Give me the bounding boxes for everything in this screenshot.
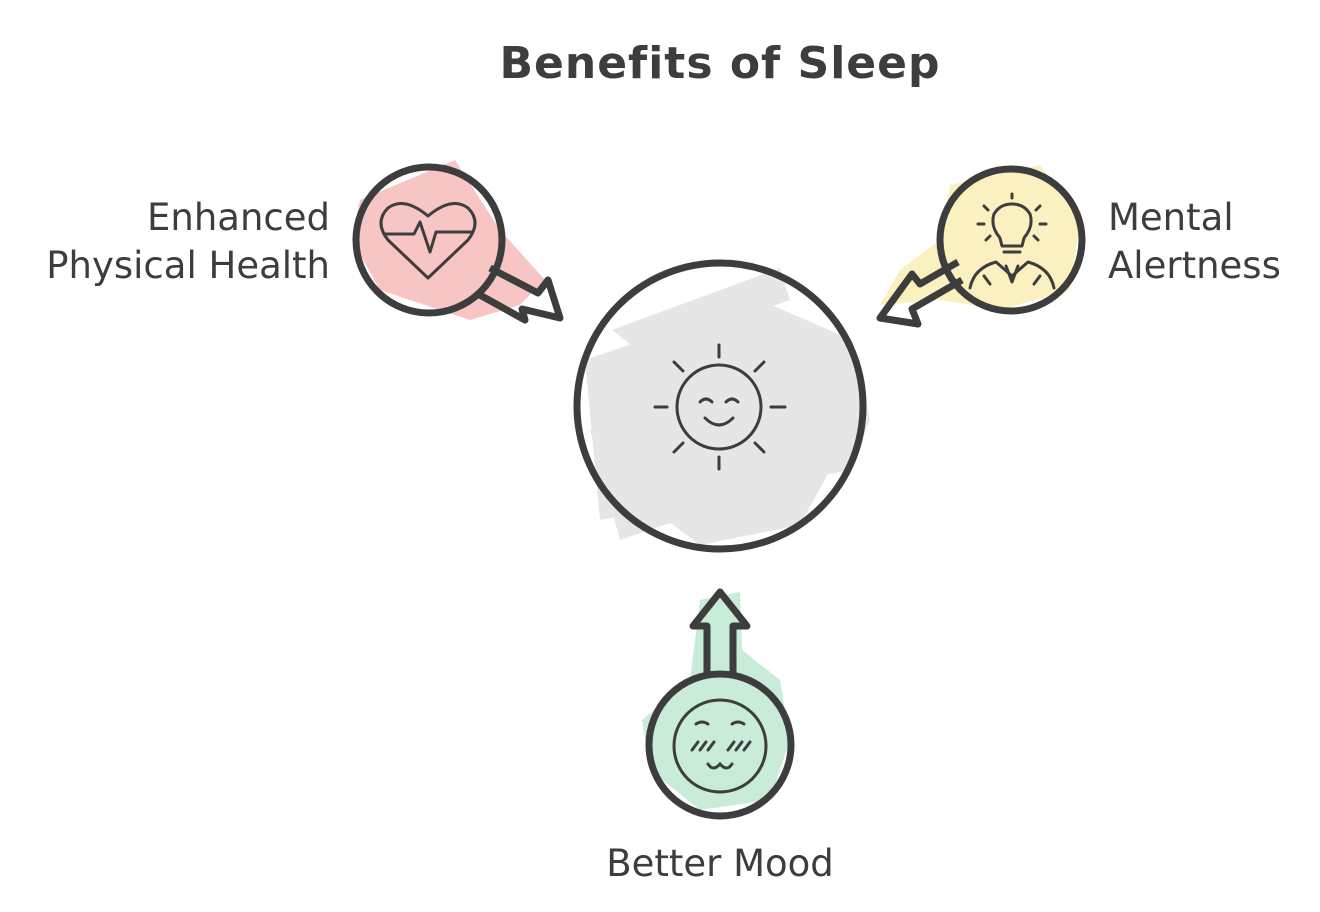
center-node <box>573 259 870 553</box>
benefit-label-line: Better Mood <box>606 842 834 885</box>
benefit-node-better-mood <box>642 588 795 820</box>
mental-circle <box>936 165 1086 315</box>
center-fill <box>585 268 870 545</box>
physical-circle <box>352 163 506 317</box>
physical-fill <box>352 160 545 320</box>
benefit-node-mental-alertness <box>876 165 1086 328</box>
benefit-label-better-mood: Better Mood <box>0 840 1320 888</box>
blushing-face-icon <box>672 698 768 794</box>
mood-circle <box>645 670 795 820</box>
benefit-label-line: Alertness <box>1108 244 1281 287</box>
benefit-label-mental-alertness: Mental Alertness <box>1108 194 1281 290</box>
center-circle <box>573 259 867 553</box>
benefit-label-physical-health: Enhanced Physical Health <box>46 194 330 290</box>
benefit-label-line: Physical Health <box>46 244 330 287</box>
benefit-label-line: Mental <box>1108 196 1234 239</box>
heartbeat-icon <box>379 202 477 280</box>
mental-fill <box>880 165 1080 310</box>
mental-arrow <box>876 258 964 328</box>
benefit-label-line: Enhanced <box>147 196 330 239</box>
smiling-sun-icon <box>653 343 787 471</box>
physical-arrow <box>476 264 564 324</box>
lightbulb-person-icon <box>968 192 1056 290</box>
benefit-node-physical-health <box>352 160 564 324</box>
mood-arrow <box>689 588 751 676</box>
diagram-title: Benefits of Sleep <box>499 38 941 89</box>
